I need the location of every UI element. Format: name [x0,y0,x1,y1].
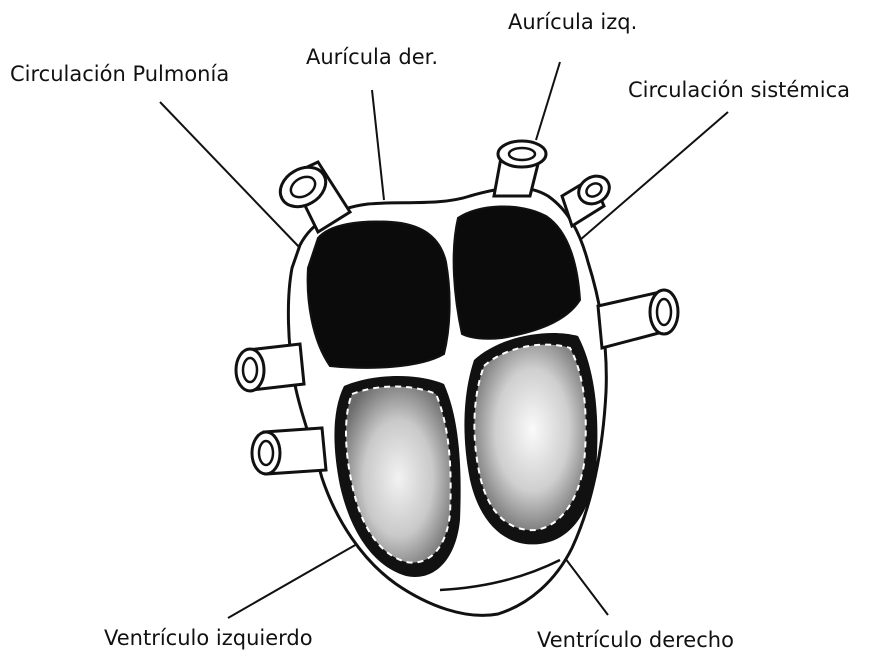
vessel-left-upper [236,344,304,391]
vessel-right [598,290,678,348]
label-circulacion-sistemica: Circulación sistémica [628,80,850,101]
label-ventriculo-derecho: Ventrículo derecho [537,630,734,651]
vessel-left-lower [252,428,326,474]
label-auricula-izq: Aurícula izq. [508,12,637,33]
label-auricula-der: Aurícula der. [306,47,438,68]
leader-line-ventriculo-izq [228,540,364,618]
ventricle-right-chamber [464,333,597,544]
leader-line-ventriculo-der [565,558,608,615]
vessel-top-center [494,141,546,196]
label-ventriculo-izquierdo: Ventrículo izquierdo [104,628,313,649]
leader-line-auricula-der [372,90,384,200]
leader-line-auricula-izq [536,62,560,140]
label-circulacion-pulmonia: Circulación Pulmonía [10,64,229,85]
leader-line-pulmonia [160,102,300,248]
atrium-left-chamber [308,222,450,368]
